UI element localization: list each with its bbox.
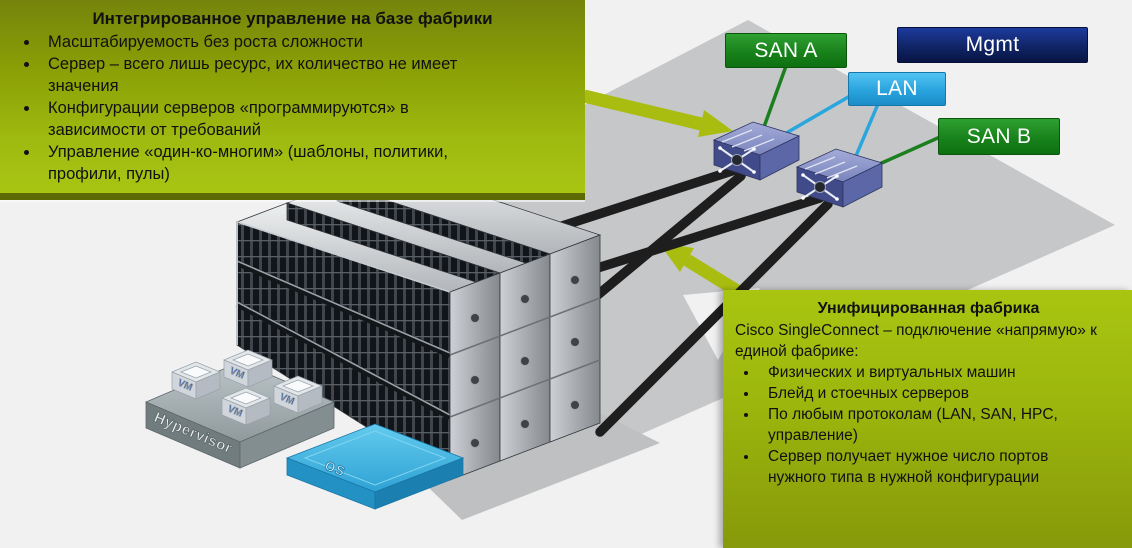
callout-bullet-list: Масштабируемость без роста сложности Сер… [10,31,460,185]
os-box: OS [285,423,465,510]
os-label: OS [323,458,348,479]
bullet-item: Сервер получает нужное число портов нужн… [759,446,1089,488]
bullet-item: Физических и виртуальных машин [759,362,1089,383]
fabric-switch-1 [712,121,801,181]
bullet-item: Масштабируемость без роста сложности [40,31,460,53]
callout-integrated-management: Интегрированное управление на базе фабри… [0,0,585,200]
vm-boxes: VM VM VM [171,349,323,426]
callout-title: Унифицированная фабрика [817,300,1040,317]
server-end-caps [449,234,601,481]
vm-box: VM [171,361,221,400]
vm-box: VM [221,387,271,426]
label-mgmt: Mgmt [897,27,1088,63]
cable-4 [595,199,833,437]
lan-link-line-1 [774,94,852,141]
vm-box: VM [273,375,323,414]
bullet-item: По любым протоколам (LAN, SAN, HPC, упра… [759,404,1089,446]
switch-top-detail [804,156,858,179]
label-san-a: SAN A [725,33,847,68]
vm-box: VM [223,349,273,388]
left-callout-arrow [582,89,733,137]
bullet-item: Управление «один-ко-многим» (шаблоны, по… [40,141,460,185]
callout-bullet-list: Физических и виртуальных машин Блейд и с… [733,362,1089,488]
label-san-b: SAN B [938,118,1060,155]
label-lan: LAN [848,72,946,106]
fabric-switch-2 [795,148,884,208]
bullet-item: Блейд и стоечных серверов [759,383,1089,404]
switch-top-detail [721,129,775,152]
bullet-item: Конфигурации серверов «программируются» … [40,97,460,141]
callout-unified-fabric: Унифицированная фабрика Cisco SingleConn… [723,290,1132,548]
callout-intro: Cisco SingleConnect – подключение «напря… [735,322,1097,360]
callout-title: Интегрированное управление на базе фабри… [92,9,493,28]
server-stack [235,164,602,481]
bullet-item: Сервер – всего лишь ресурс, их количеств… [40,53,460,97]
